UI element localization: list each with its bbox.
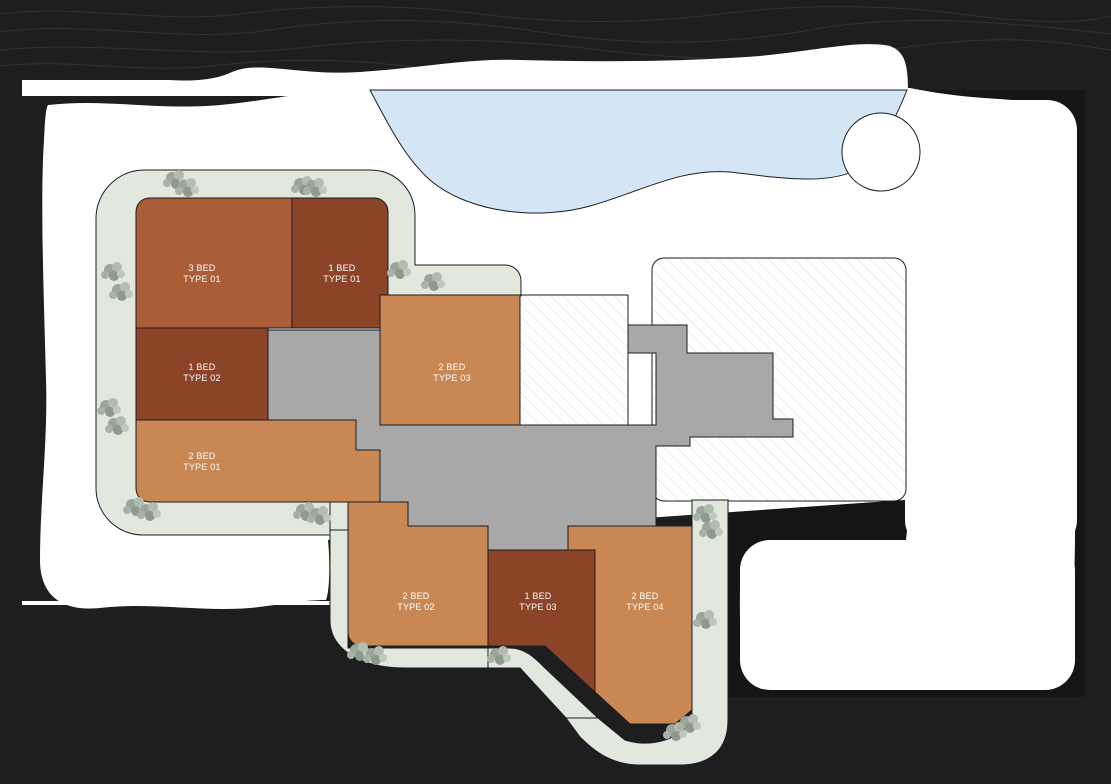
unit-2bed-type01[interactable] (135, 419, 381, 503)
hatched-area-center (519, 294, 629, 426)
spa (841, 112, 921, 192)
unit-1bed-type01[interactable] (291, 197, 389, 329)
unit-2bed-type04[interactable] (567, 525, 693, 725)
lower-right-lawn (740, 540, 1075, 690)
unit-1bed-type02[interactable] (135, 327, 269, 421)
hatched-area-east (651, 257, 907, 502)
east-lawn (905, 100, 1077, 550)
unit-2bed-type03[interactable] (379, 294, 521, 426)
